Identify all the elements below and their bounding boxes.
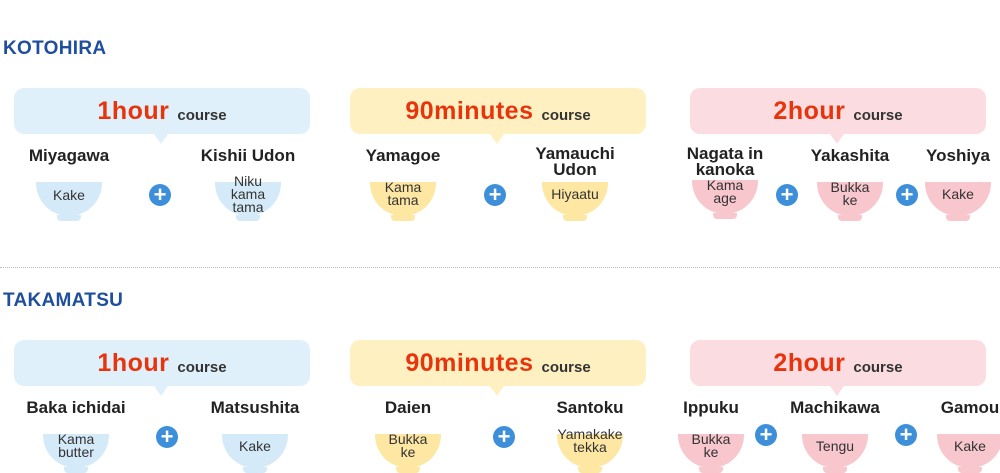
area-title: KOTOHIRA	[3, 38, 107, 59]
course-1hour[interactable]: 1hour course Baka ichidai Kama butter + …	[14, 340, 314, 473]
plus-circle-icon: +	[484, 184, 506, 206]
course-label: course	[853, 358, 903, 376]
udon-bowl-icon: Hiyaatu	[540, 174, 610, 226]
plus-circle-icon: +	[149, 184, 171, 206]
shop[interactable]: Baka ichidai Kama butter	[11, 398, 141, 473]
udon-bowl-icon: Niku kama tama	[213, 174, 283, 226]
shop[interactable]: Yamauchi Udon Hiyaatu	[510, 144, 640, 226]
shop-name: Kishii Udon	[200, 146, 296, 165]
course-header: 2hour course	[690, 88, 986, 144]
course-header: 1hour course	[14, 88, 310, 144]
noodle-name: Bukka ke	[691, 431, 731, 460]
shop[interactable]: Santoku Yamakake tekka	[525, 398, 655, 473]
course-header: 1hour course	[14, 340, 310, 396]
shop-name: Yamagoe	[365, 146, 441, 165]
udon-bowl-icon: Bukka ke	[373, 426, 443, 473]
udon-bowl-icon: Kake	[935, 426, 1000, 473]
plus-circle-icon: +	[755, 424, 777, 446]
udon-bowl-icon: Bukka ke	[676, 426, 746, 473]
udon-bowl-icon: Kama tama	[368, 174, 438, 226]
area-title: TAKAMATSU	[3, 290, 124, 311]
shop-name: Baka ichidai	[26, 398, 126, 417]
shop-name: Ippuku	[683, 398, 739, 417]
noodle-name: Bukka ke	[388, 431, 428, 460]
noodle-name: Yamakake tekka	[557, 426, 623, 455]
noodle-name: Kake	[954, 438, 986, 454]
shop-name: Matsushita	[210, 398, 300, 417]
course-duration: 90minutes	[405, 348, 534, 377]
shop[interactable]: Kishii Udon Niku kama tama	[183, 146, 313, 226]
shop-name: Santoku	[556, 398, 624, 417]
noodle-name: Niku kama tama	[230, 173, 266, 215]
shop-name: Yakashita	[810, 146, 890, 165]
plus-circle-icon: +	[493, 426, 515, 448]
udon-bowl-icon: Kama age	[690, 172, 760, 224]
course-90minutes[interactable]: 90minutes course Daien Bukka ke + Santok…	[350, 340, 650, 473]
noodle-name: Kake	[239, 438, 271, 454]
noodle-name: Kake	[942, 186, 974, 202]
course-duration: 2hour	[773, 348, 846, 377]
shop[interactable]: Miyagawa Kake	[4, 146, 134, 226]
course-header: 90minutes course	[350, 340, 646, 396]
shop[interactable]: Machikawa Tengu	[770, 398, 900, 473]
shop-name: Daien	[384, 398, 432, 417]
course-2hour[interactable]: 2hour course Ippuku Bukka ke + Machikawa…	[678, 340, 1000, 473]
course-label: course	[177, 106, 227, 124]
course-label: course	[853, 106, 903, 124]
udon-bowl-icon: Kama butter	[41, 426, 111, 473]
noodle-name: Tengu	[815, 438, 855, 454]
udon-bowl-icon: Kake	[34, 174, 104, 226]
course-duration: 1hour	[97, 96, 170, 125]
shop-name: Yamauchi Udon	[535, 144, 615, 179]
area-takamatsu: TAKAMATSU 1hour course Baka ichidai Kama…	[0, 252, 1000, 473]
shop[interactable]: Daien Bukka ke	[343, 398, 473, 473]
course-duration: 2hour	[773, 96, 846, 125]
noodle-name: Kama butter	[57, 431, 95, 460]
noodle-name: Hiyaatu	[551, 186, 599, 202]
area-kotohira: KOTOHIRA 1hour course Miyagawa Kake + Ki…	[0, 0, 1000, 221]
plus-circle-icon: +	[896, 184, 918, 206]
noodle-name: Kake	[53, 187, 85, 203]
udon-bowl-icon: Tengu	[800, 426, 870, 473]
noodle-name: Kama age	[706, 177, 744, 206]
shop[interactable]: Gamou Kake	[905, 398, 1000, 473]
course-90minutes[interactable]: 90minutes course Yamagoe Kama tama + Yam…	[350, 88, 650, 238]
udon-bowl-icon: Kake	[220, 426, 290, 473]
course-header: 2hour course	[690, 340, 986, 396]
shop[interactable]: Ippuku Bukka ke	[646, 398, 776, 473]
course-label: course	[541, 106, 591, 124]
shop-name: Miyagawa	[28, 146, 110, 165]
course-duration: 1hour	[97, 348, 170, 377]
shop-name: Machikawa	[790, 398, 880, 417]
course-duration: 90minutes	[405, 96, 534, 125]
shop[interactable]: Nagata in kanoka Kama age	[660, 144, 790, 224]
shop-name: Nagata in kanoka	[686, 144, 764, 179]
udon-bowl-icon: Yamakake tekka	[555, 426, 625, 473]
course-label: course	[177, 358, 227, 376]
shop-name: Yoshiya	[926, 146, 990, 165]
noodle-name: Bukka ke	[830, 179, 870, 208]
noodle-name: Kama tama	[384, 179, 422, 208]
plus-circle-icon: +	[156, 426, 178, 448]
course-1hour[interactable]: 1hour course Miyagawa Kake + Kishii Udon…	[14, 88, 314, 238]
shop[interactable]: Yoshiya Kake	[893, 146, 1000, 226]
plus-circle-icon: +	[895, 424, 917, 446]
course-2hour[interactable]: 2hour course Nagata in kanoka Kama age +…	[687, 88, 991, 238]
plus-circle-icon: +	[776, 184, 798, 206]
section-divider	[0, 267, 1000, 268]
course-label: course	[541, 358, 591, 376]
shop[interactable]: Yamagoe Kama tama	[338, 146, 468, 226]
udon-bowl-icon: Bukka ke	[815, 174, 885, 226]
shop[interactable]: Matsushita Kake	[190, 398, 320, 473]
udon-bowl-icon: Kake	[923, 174, 993, 226]
shop[interactable]: Yakashita Bukka ke	[785, 146, 915, 226]
course-header: 90minutes course	[350, 88, 646, 144]
shop-name: Gamou	[940, 398, 1000, 417]
